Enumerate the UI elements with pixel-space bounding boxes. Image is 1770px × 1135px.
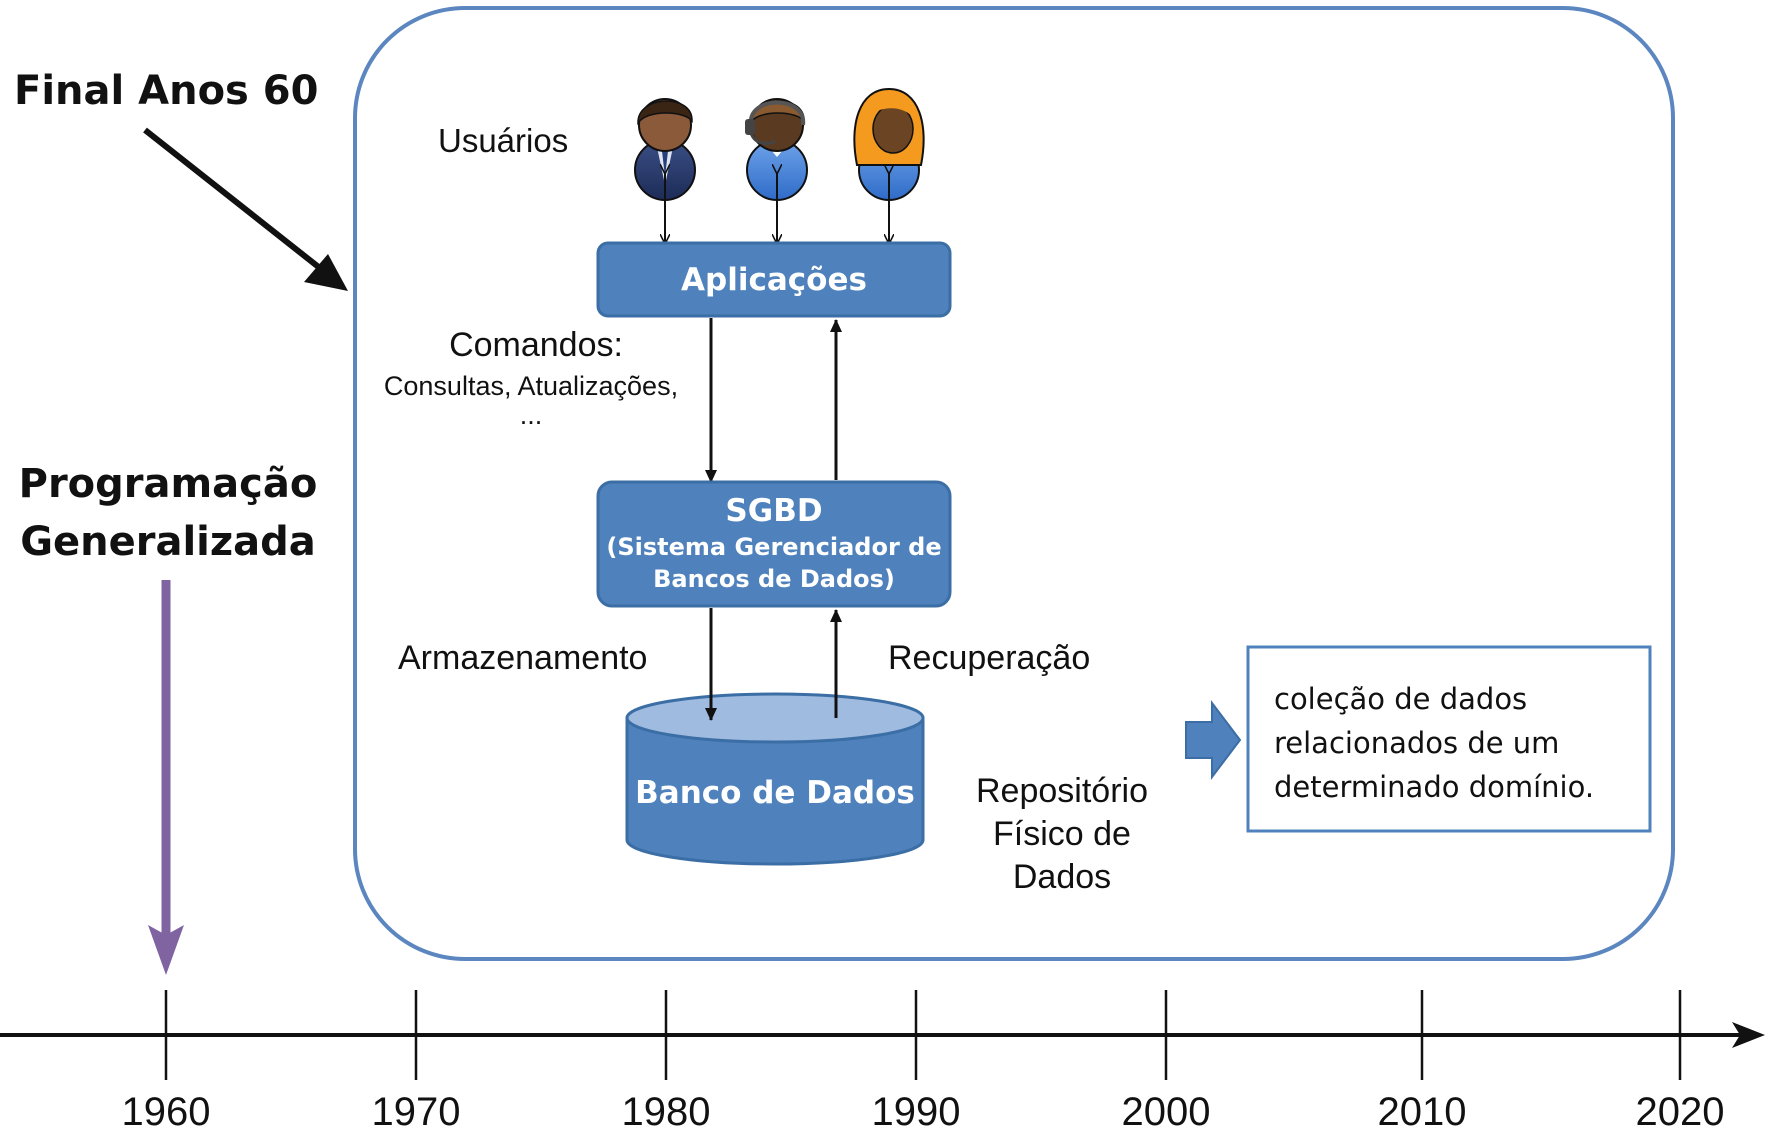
era-frame	[353, 6, 1675, 961]
ellipsis-label: ...	[519, 400, 543, 430]
programacao-line2: Generalizada	[20, 519, 316, 565]
definition-box	[1246, 645, 1652, 833]
banco-de-dados-label: Banco de Dados	[635, 775, 915, 811]
repositorio-line2: Físico de	[993, 815, 1131, 853]
recuperacao-label: Recuperação	[888, 639, 1091, 677]
sgbd-line3: Bancos de Dados)	[653, 565, 895, 593]
consultas-label: Consultas, Atualizações,	[383, 371, 679, 401]
definition-line3: determinado domínio.	[1274, 770, 1595, 804]
programacao-label: Programação Generalizada	[18, 455, 318, 571]
final-anos-arrow	[143, 127, 348, 291]
year-2010: 2010	[1377, 1090, 1467, 1134]
year-2000: 2000	[1121, 1090, 1211, 1134]
usuarios-label: Usuários	[438, 122, 569, 159]
sgbd-line2: (Sistema Gerenciador de	[606, 533, 942, 561]
definition-text: coleção de dados relacionados de um dete…	[1274, 677, 1594, 809]
year-1960: 1960	[121, 1090, 211, 1134]
timeline-axis	[0, 990, 1765, 1080]
year-1990: 1990	[871, 1090, 961, 1134]
year-2020: 2020	[1635, 1090, 1725, 1134]
repositorio-line3: Dados	[1012, 858, 1112, 896]
armazenamento-label: Armazenamento	[398, 639, 648, 677]
sgbd-title: SGBD	[725, 493, 823, 529]
app-sgbd-arrows	[705, 318, 842, 483]
programacao-line1: Programação	[18, 461, 318, 507]
comandos-label: Comandos:	[449, 326, 623, 364]
definition-block-arrow	[1185, 700, 1242, 780]
sgbd-label: SGBD (Sistema Gerenciador de Bancos de D…	[598, 492, 950, 594]
definition-line2: relacionados de um	[1274, 726, 1560, 760]
purple-down-arrow	[148, 580, 184, 975]
repositorio-label: Repositório Físico de Dados	[952, 770, 1172, 899]
repositorio-line1: Repositório	[976, 772, 1148, 810]
year-1980: 1980	[621, 1090, 711, 1134]
sgbd-db-arrows	[705, 608, 842, 721]
definition-line1: coleção de dados	[1274, 682, 1528, 716]
year-1970: 1970	[371, 1090, 461, 1134]
final-anos-label: Final Anos 60	[14, 68, 319, 114]
banco-de-dados-cylinder	[625, 692, 925, 866]
aplicacoes-box	[596, 241, 952, 318]
sgbd-box	[596, 480, 952, 608]
user-app-arrows	[665, 172, 889, 242]
aplicacoes-label: Aplicações	[681, 262, 867, 298]
